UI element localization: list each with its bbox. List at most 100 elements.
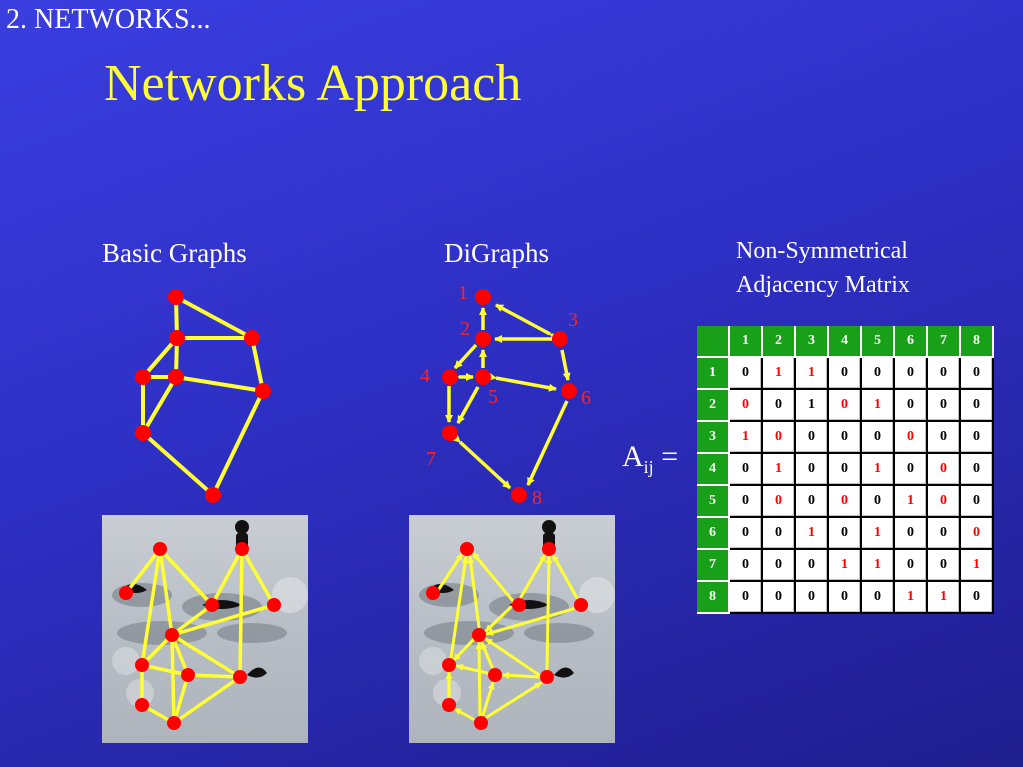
matrix-cell: 0	[763, 518, 796, 550]
matrix-cell: 0	[796, 422, 829, 454]
node-label-6: 6	[581, 387, 591, 409]
matrix-cell: 1	[862, 518, 895, 550]
edge	[211, 389, 265, 497]
matrix-cell: 0	[928, 358, 961, 390]
matrix-column-header: 1	[730, 326, 763, 358]
food-web-image-right	[409, 515, 615, 743]
food-web-overlay-left	[112, 520, 308, 730]
graph-node	[255, 383, 271, 399]
graph-node	[168, 289, 184, 305]
arc	[453, 343, 478, 370]
matrix-column-header: 6	[895, 326, 928, 358]
digraph-node	[511, 487, 527, 503]
matrix-cell: 1	[829, 550, 862, 582]
matrix-cell: 0	[895, 454, 928, 486]
node-label-7: 7	[426, 448, 436, 470]
matrix-cell: 0	[928, 518, 961, 550]
matrix-cell: 0	[829, 454, 862, 486]
arc	[456, 386, 480, 424]
matrix-row-header: 7	[697, 550, 730, 582]
matrix-column-header: 8	[961, 326, 994, 358]
matrix-cell: 0	[829, 358, 862, 390]
matrix-cell: 0	[961, 518, 994, 550]
graph-node	[135, 369, 151, 385]
section-label: 2. NETWORKS...	[6, 4, 211, 35]
matrix-column-header: 3	[796, 326, 829, 358]
edge	[141, 431, 215, 497]
basic-graphs-heading: Basic Graphs	[102, 238, 247, 268]
matrix-cell: 0	[763, 582, 796, 614]
matrix-row-header: 4	[697, 454, 730, 486]
matrix-cell: 0	[895, 390, 928, 422]
node-label-3: 3	[568, 309, 578, 331]
matrix-row-header: 2	[697, 390, 730, 422]
digraph-node	[561, 383, 577, 399]
matrix-cell: 0	[862, 582, 895, 614]
matrix-cell: 1	[895, 582, 928, 614]
edge	[141, 336, 179, 379]
adjacency-formula: Aij =	[622, 440, 678, 478]
edge	[141, 375, 178, 435]
matrix-cell: 0	[862, 486, 895, 518]
matrix-cell: 1	[928, 582, 961, 614]
matrix-column-header: 7	[928, 326, 961, 358]
matrix-cell: 0	[730, 550, 763, 582]
matrix-row-header: 5	[697, 486, 730, 518]
formula-subscript: ij	[643, 457, 654, 477]
matrix-cell: 0	[730, 582, 763, 614]
node-label-2: 2	[460, 318, 470, 340]
matrix-cell: 0	[730, 390, 763, 422]
matrix-cell: 0	[763, 486, 796, 518]
matrix-column-header: 5	[862, 326, 895, 358]
matrix-row-header: 6	[697, 518, 730, 550]
matrix-cell: 0	[730, 486, 763, 518]
digraph-node	[442, 369, 458, 385]
matrix-cell: 0	[796, 550, 829, 582]
matrix-cell: 0	[961, 454, 994, 486]
matrix-cell: 1	[862, 454, 895, 486]
slide-title: Networks Approach	[104, 55, 522, 112]
matrix-heading: Non-Symmetrical Adjacency Matrix	[736, 234, 910, 302]
matrix-cell: 0	[730, 358, 763, 390]
matrix-cell: 1	[796, 358, 829, 390]
matrix-cell: 0	[928, 486, 961, 518]
matrix-cell: 1	[796, 518, 829, 550]
matrix-column-header: 4	[829, 326, 862, 358]
matrix-row-header: 3	[697, 422, 730, 454]
matrix-cell: 0	[961, 358, 994, 390]
arc	[488, 372, 557, 392]
arc	[452, 434, 512, 490]
matrix-cell: 0	[763, 550, 796, 582]
node-label-8: 8	[532, 487, 542, 509]
matrix-heading-line2: Adjacency Matrix	[736, 272, 910, 298]
arc	[560, 349, 571, 381]
arc	[526, 400, 569, 486]
matrix-cell: 1	[796, 390, 829, 422]
matrix-cell: 0	[796, 454, 829, 486]
matrix-cell: 0	[763, 390, 796, 422]
digraph-node	[442, 425, 458, 441]
node-label-4: 4	[420, 365, 430, 387]
matrix-cell: 0	[928, 454, 961, 486]
matrix-cell: 0	[928, 390, 961, 422]
matrix-cell: 0	[829, 582, 862, 614]
matrix-cell: 0	[961, 486, 994, 518]
matrix-column-header: 2	[763, 326, 796, 358]
food-web-overlay-right	[419, 520, 615, 730]
matrix-cell: 1	[862, 550, 895, 582]
matrix-cell: 0	[763, 422, 796, 454]
matrix-cell: 1	[862, 390, 895, 422]
matrix-cell: 1	[730, 422, 763, 454]
edge	[174, 295, 254, 340]
formula-base: A	[622, 440, 644, 473]
matrix-cell: 0	[796, 486, 829, 518]
